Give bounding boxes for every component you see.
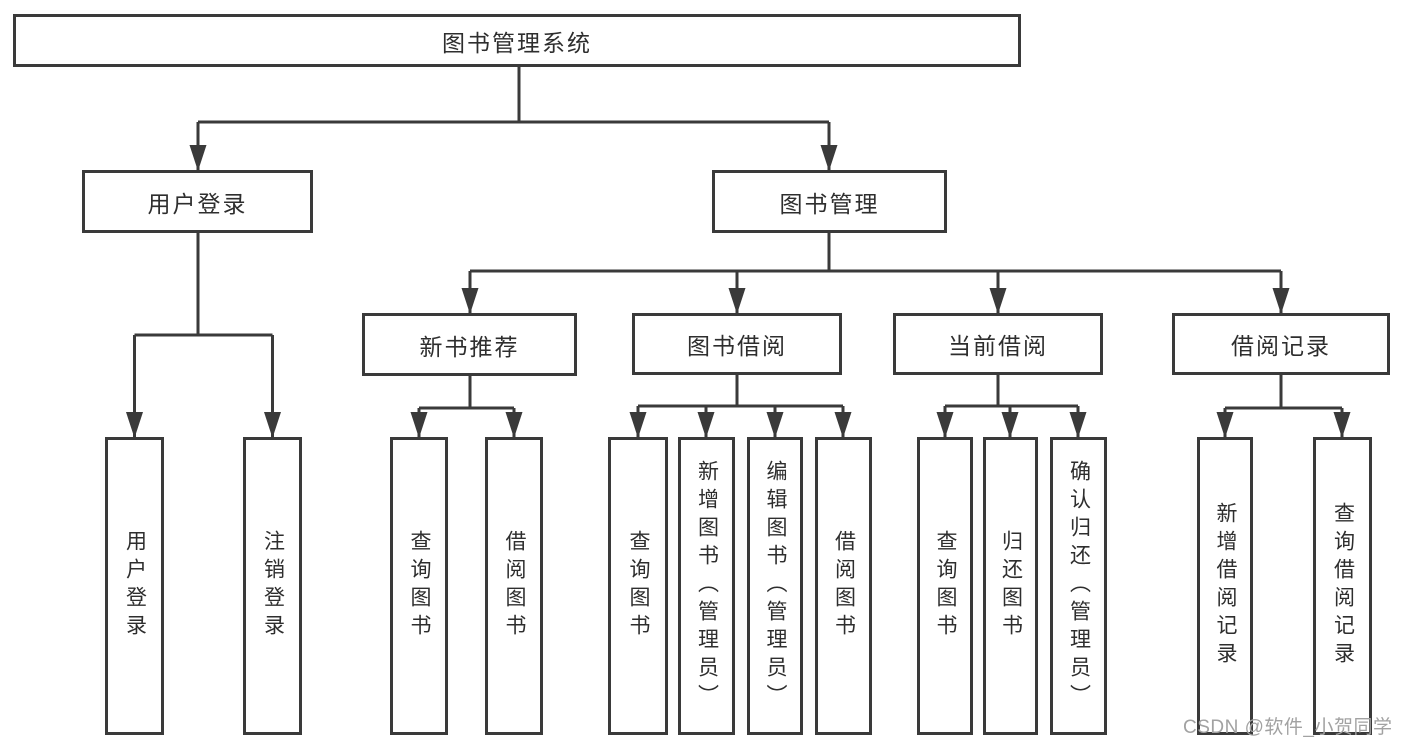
node-label: 用户登录 <box>147 190 248 217</box>
node-book-management: 图书管理 <box>712 170 947 233</box>
node-logout-leaf: 注销登录 <box>243 437 302 735</box>
node-label: 注销登录 <box>261 530 285 642</box>
node-current-borrowing: 当前借阅 <box>893 313 1103 375</box>
node-label: 用户登录 <box>123 530 147 642</box>
node-label: 图书管理 <box>779 190 880 217</box>
node-new-book-recommend: 新书推荐 <box>362 313 577 376</box>
node-label: 新增图书（管理员） <box>695 460 719 712</box>
node-label: 新增借阅记录 <box>1214 502 1238 670</box>
node-label: 查询图书 <box>934 530 958 642</box>
node-confirm-return-admin: 确认归还（管理员） <box>1050 437 1107 735</box>
node-user-login: 用户登录 <box>82 170 313 233</box>
node-label: 查询图书 <box>408 530 432 642</box>
node-edit-book-admin: 编辑图书（管理员） <box>747 437 803 735</box>
watermark-text: CSDN @软件_小贺同学 <box>1183 717 1393 738</box>
node-add-borrow-record: 新增借阅记录 <box>1197 437 1253 735</box>
node-library-management-system: 图书管理系统 <box>13 14 1021 67</box>
node-label: 归还图书 <box>999 530 1023 642</box>
node-borrow-books-leaf: 借阅图书 <box>815 437 872 735</box>
node-query-books-recommend: 查询图书 <box>390 437 448 735</box>
node-label: 确认归还（管理员） <box>1067 460 1091 712</box>
node-borrow-books-recommend: 借阅图书 <box>485 437 543 735</box>
node-label: 新书推荐 <box>419 333 520 360</box>
node-label: 编辑图书（管理员） <box>764 460 788 712</box>
node-label: 查询借阅记录 <box>1331 502 1355 670</box>
node-query-books-current: 查询图书 <box>917 437 973 735</box>
node-return-books: 归还图书 <box>983 437 1038 735</box>
node-label: 借阅图书 <box>503 530 527 642</box>
node-add-book-admin: 新增图书（管理员） <box>678 437 735 735</box>
node-label: 图书管理系统 <box>442 29 592 56</box>
node-borrowing-records: 借阅记录 <box>1172 313 1390 375</box>
node-label: 当前借阅 <box>948 333 1048 359</box>
node-label: 图书借阅 <box>687 333 787 359</box>
node-query-borrow-record: 查询借阅记录 <box>1313 437 1372 735</box>
node-label: 借阅记录 <box>1231 333 1331 359</box>
node-query-books-borrowing: 查询图书 <box>608 437 668 735</box>
node-label: 查询图书 <box>627 530 651 642</box>
node-user-login-leaf: 用户登录 <box>105 437 164 735</box>
node-book-borrowing: 图书借阅 <box>632 313 842 375</box>
node-label: 借阅图书 <box>832 530 856 642</box>
